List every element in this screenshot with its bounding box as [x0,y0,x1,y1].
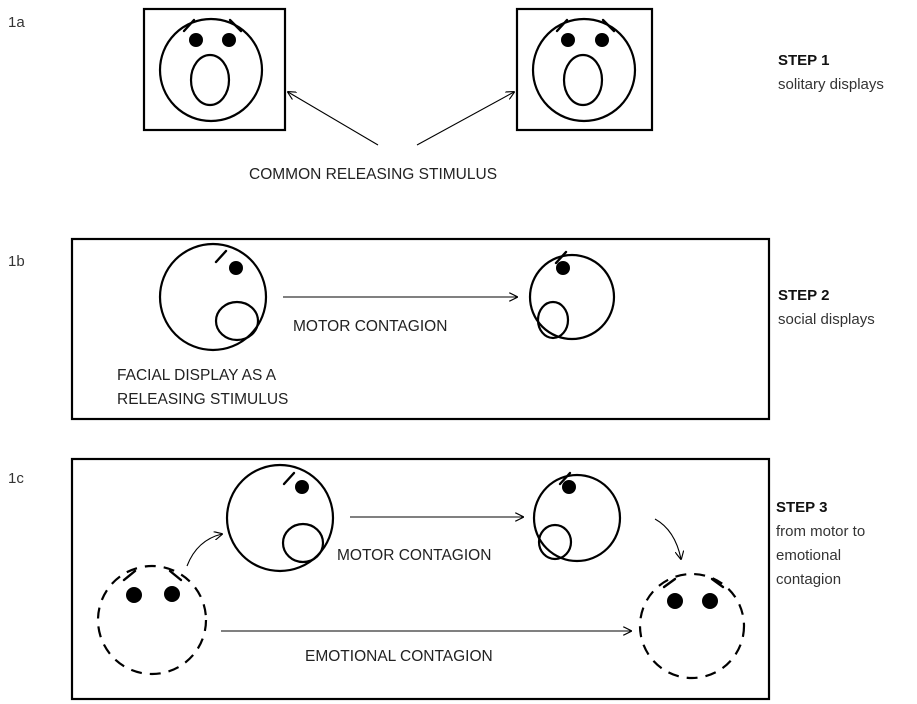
surprised-face-right [531,17,637,123]
common-releasing-stimulus-label: COMMON RELEASING STIMULUS [249,166,497,183]
facial-display-caption-line2: RELEASING STIMULUS [117,391,288,408]
panel-1c-box [70,457,771,701]
side-face-left [158,242,268,352]
solitary-display-box-right [515,7,654,132]
arrow-to-right-face [416,92,514,146]
emotional-contagion-label: EMOTIONAL CONTAGION [305,648,493,665]
solitary-display-box-left [142,7,287,132]
step-2-desc: social displays [778,311,875,328]
dashed-face-emotional-right [638,572,746,680]
panel-label-1c: 1c [8,470,24,487]
side-face-motor-right [532,471,622,563]
side-face-right [528,250,616,341]
step-3-desc-line2: emotional [776,547,841,564]
facial-display-caption-line1: FACIAL DISPLAY AS A [117,367,277,384]
dashed-face-emotional-left [96,564,208,676]
step-1-desc: solitary displays [778,76,884,93]
surprised-face-left [158,17,264,123]
arrow-to-left-face [288,92,379,146]
panel-label-1b: 1b [8,253,25,270]
panel-label-1a: 1a [8,14,25,31]
panel-1c: 1c MOTOR CONTAGION EMOTIONAL CONTAGION [8,457,865,701]
step-1-title: STEP 1 [778,52,829,69]
motor-contagion-label-1c: MOTOR CONTAGION [337,547,491,564]
motor-contagion-label-1b: MOTOR CONTAGION [293,318,447,335]
curved-arrow-to-dashed-face [654,518,681,559]
step-3-desc-line1: from motor to [776,523,865,540]
step-3-desc-line3: contagion [776,571,841,588]
panel-1a: 1a COMMON RELEASING STIMULUS STEP 1 soli… [8,7,884,183]
step-3-title: STEP 3 [776,499,827,516]
step-2-title: STEP 2 [778,287,829,304]
panel-1b: 1b MOTOR CONTAGION FACIAL DISPLAY AS A R… [8,237,875,421]
panel-1b-box [70,237,771,421]
side-face-motor-left [225,463,335,573]
curved-arrow-to-motor-face [186,534,222,567]
